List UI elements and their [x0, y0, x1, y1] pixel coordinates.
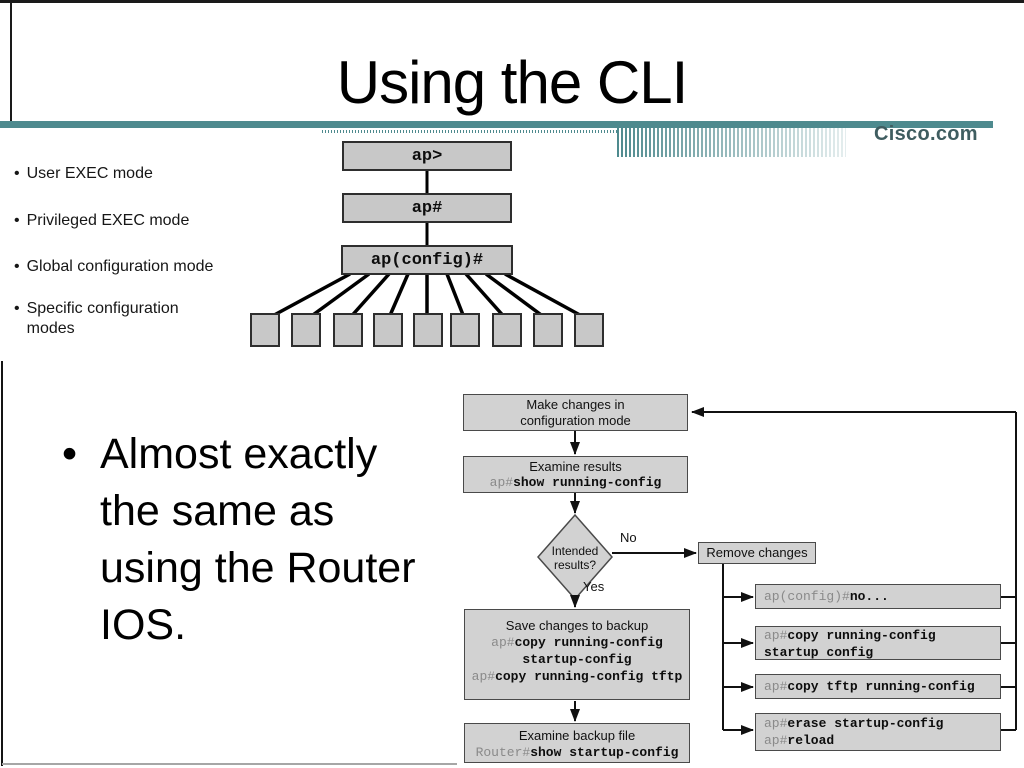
cli-prompt: ap# — [764, 716, 788, 731]
cli-prompt: ap# — [764, 628, 788, 643]
cisco-brand-text: Cisco.com — [874, 123, 978, 145]
bullet-marker: • — [14, 212, 20, 229]
inner-left-border-line — [1, 361, 3, 766]
tree-leaf-box — [492, 313, 522, 347]
flow-box-remove-changes: Remove changes — [698, 542, 816, 564]
cli-command: show running-config — [513, 475, 662, 490]
tree-node-priv-exec: ap# — [342, 193, 512, 223]
flow-box-remove-option-1: ap(config)#no... — [755, 584, 1001, 609]
cli-command: copy tftp running-config — [787, 679, 975, 694]
bullet-marker: • — [62, 430, 78, 478]
slide-title: Using the CLI — [336, 49, 689, 116]
cli-command: startup config — [764, 645, 874, 660]
bullet-marker: • — [14, 165, 20, 182]
tree-leaf-box — [333, 313, 363, 347]
main-bullet-line: the same as — [100, 487, 335, 535]
tree-leaf-box — [533, 313, 563, 347]
yes-branch-label: Yes — [583, 579, 605, 594]
mode-list-item: • Specific configuration modes — [14, 299, 226, 339]
mode-list-item-label: User EXEC mode — [26, 165, 153, 182]
tree-leaf-box — [291, 313, 321, 347]
cli-prompt: ap# — [764, 679, 788, 694]
header-stripe-fade — [617, 128, 846, 157]
mode-list-item-label: Privileged EXEC mode — [26, 212, 190, 229]
tree-leaf-box — [574, 313, 604, 347]
cli-command: copy running-config — [787, 628, 936, 643]
cli-command: no... — [849, 589, 889, 604]
tree-leaf-box — [250, 313, 280, 347]
outer-left-border-line — [10, 0, 12, 121]
bullet-marker: • — [14, 258, 20, 275]
mode-list-item: • Privileged EXEC mode — [14, 211, 226, 231]
flow-box-remove-option-4: ap#erase startup-config ap#reload — [755, 713, 1001, 751]
cli-prompt: ap(config)# — [764, 589, 850, 604]
bullet-marker: • — [14, 300, 20, 317]
tree-node-user-exec: ap> — [342, 141, 512, 171]
main-bullet-line: IOS. — [100, 601, 187, 649]
cli-command: startup-config — [522, 652, 632, 667]
cli-command: show startup-config — [530, 745, 679, 760]
cli-command: erase startup-config — [787, 716, 944, 731]
cli-command: copy running-config tftp — [495, 669, 683, 684]
header-accent-bar — [0, 121, 993, 128]
cli-prompt: ap# — [489, 475, 514, 490]
no-branch-label: No — [620, 530, 637, 545]
mode-list-item-label: Specific configuration modes — [26, 300, 179, 337]
tree-leaf-box — [450, 313, 480, 347]
top-border-line — [0, 0, 1024, 3]
flow-box-examine-backup: Examine backup file Router#show startup-… — [464, 723, 690, 763]
main-bullet: Almost exactly the same as using the Rou… — [100, 426, 470, 654]
cli-prompt: ap# — [764, 733, 788, 748]
flow-box-make-changes: Make changes in configuration mode — [463, 394, 688, 431]
cli-command: reload — [787, 733, 835, 748]
flow-box-remove-option-3: ap#copy tftp running-config — [755, 674, 1001, 699]
inner-bottom-border-line — [2, 763, 457, 765]
mode-list-item-label: Global configuration mode — [26, 258, 214, 275]
main-bullet-line: Almost exactly — [100, 430, 378, 478]
main-bullet-line: using the Router — [100, 544, 416, 592]
flow-decision-diamond-label: Intended results? — [551, 544, 599, 572]
mode-list-item: • User EXEC mode — [14, 164, 226, 184]
tree-leaf-box — [373, 313, 403, 347]
cli-prompt: ap# — [471, 669, 496, 684]
flow-box-remove-option-2: ap#copy running-config startup config — [755, 626, 1001, 660]
mode-list-item: • Global configuration mode — [14, 257, 226, 277]
cli-prompt: ap# — [491, 635, 515, 650]
header-dotted-line — [322, 130, 617, 133]
cli-command: copy running-config — [514, 635, 663, 650]
flow-box-save-backup: Save changes to backup ap#copy running-c… — [464, 609, 690, 700]
flow-box-examine-results: Examine results ap#show running-config — [463, 456, 688, 493]
tree-node-global-config: ap(config)# — [341, 245, 513, 275]
tree-leaf-box — [413, 313, 443, 347]
cli-prompt: Router# — [475, 745, 531, 760]
